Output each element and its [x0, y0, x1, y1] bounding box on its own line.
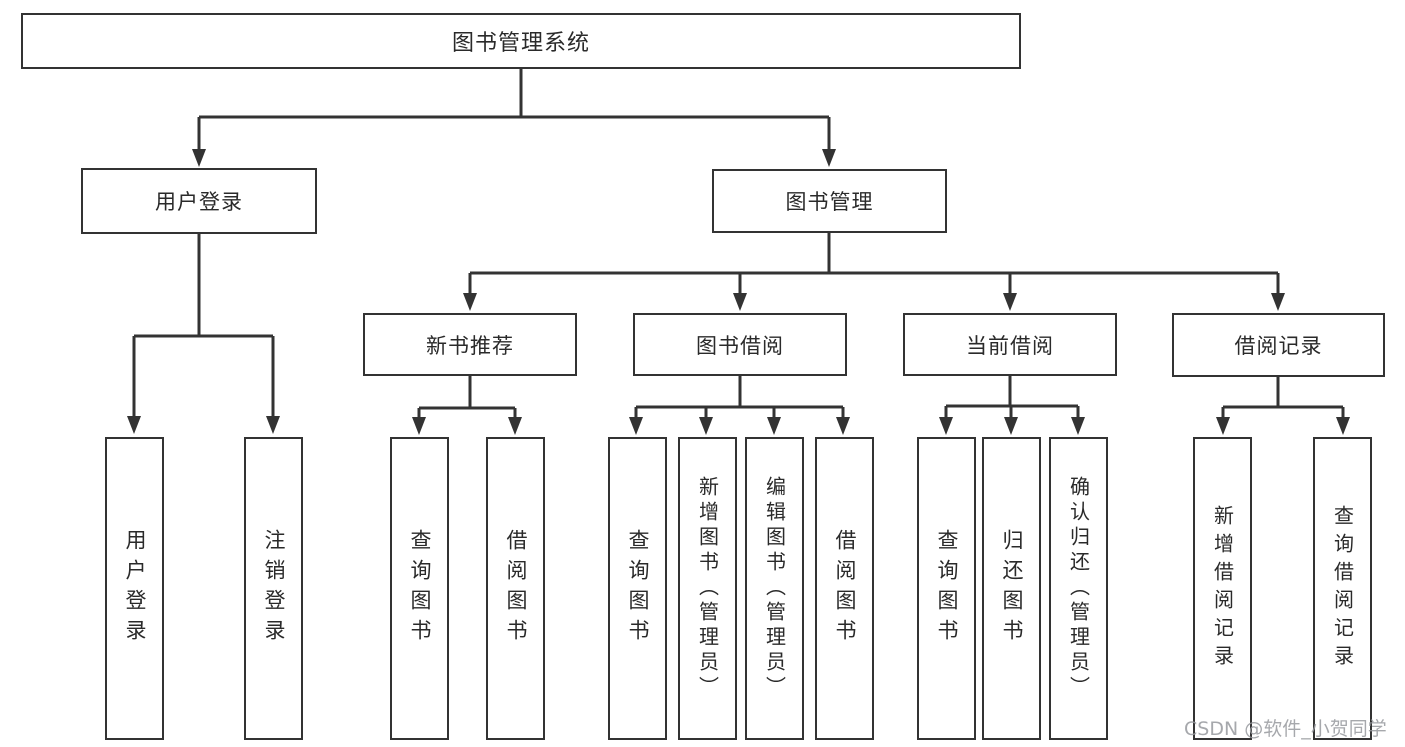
leaf-add-borrow-record: 新增借阅记录 — [1193, 437, 1252, 740]
connector-path — [132, 69, 1345, 417]
node-user-login-label: 用户登录 — [155, 190, 243, 214]
leaf-edit-book-admin: 编辑图书（管理员） — [745, 437, 804, 740]
leaf-query-books-borrow: 查询图书 — [608, 437, 667, 740]
leaf-query-books-current-label: 查询图书 — [935, 528, 959, 649]
leaf-borrow-books: 借阅图书 — [815, 437, 874, 740]
node-new-book-recommend: 新书推荐 — [363, 313, 577, 376]
leaf-add-book-admin: 新增图书（管理员） — [678, 437, 737, 740]
csdn-watermark: CSDN @软件_小贺同学 — [1184, 718, 1387, 740]
node-library-system-label: 图书管理系统 — [451, 31, 590, 56]
leaf-confirm-return-admin-label: 确认归还（管理员） — [1066, 476, 1091, 701]
leaf-borrow-books-recommend: 借阅图书 — [486, 437, 545, 740]
node-book-borrow: 图书借阅 — [633, 313, 847, 376]
leaf-add-book-admin-label: 新增图书（管理员） — [695, 476, 720, 701]
leaf-logout-label: 注销登录 — [262, 528, 286, 649]
leaf-query-borrow-record: 查询借阅记录 — [1313, 437, 1372, 740]
leaf-user-login: 用户登录 — [105, 437, 164, 740]
node-book-borrow-label: 图书借阅 — [696, 333, 784, 358]
leaf-query-books-recommend: 查询图书 — [390, 437, 449, 740]
node-current-borrow-label: 当前借阅 — [966, 333, 1054, 358]
leaf-confirm-return-admin: 确认归还（管理员） — [1049, 437, 1108, 740]
leaf-query-books-borrow-label: 查询图书 — [626, 528, 650, 649]
node-library-system: 图书管理系统 — [21, 13, 1021, 69]
leaf-return-books: 归还图书 — [982, 437, 1041, 740]
leaf-borrow-books-recommend-label: 借阅图书 — [504, 528, 528, 649]
leaf-query-books-current: 查询图书 — [917, 437, 976, 740]
leaf-query-books-recommend-label: 查询图书 — [408, 528, 432, 649]
node-book-management: 图书管理 — [712, 169, 947, 233]
leaf-return-books-label: 归还图书 — [1000, 528, 1024, 649]
leaf-edit-book-admin-label: 编辑图书（管理员） — [762, 476, 787, 701]
leaf-add-borrow-record-label: 新增借阅记录 — [1210, 504, 1235, 673]
leaf-query-borrow-record-label: 查询借阅记录 — [1330, 504, 1355, 673]
node-borrow-records: 借阅记录 — [1172, 313, 1385, 377]
node-borrow-records-label: 借阅记录 — [1234, 334, 1323, 358]
leaf-logout: 注销登录 — [244, 437, 303, 740]
leaf-user-login-label: 用户登录 — [123, 528, 147, 649]
node-current-borrow: 当前借阅 — [903, 313, 1117, 376]
node-new-book-recommend-label: 新书推荐 — [426, 333, 514, 358]
node-user-login: 用户登录 — [81, 168, 317, 234]
leaf-borrow-books-label: 借阅图书 — [833, 528, 857, 649]
node-book-management-label: 图书管理 — [785, 190, 874, 214]
